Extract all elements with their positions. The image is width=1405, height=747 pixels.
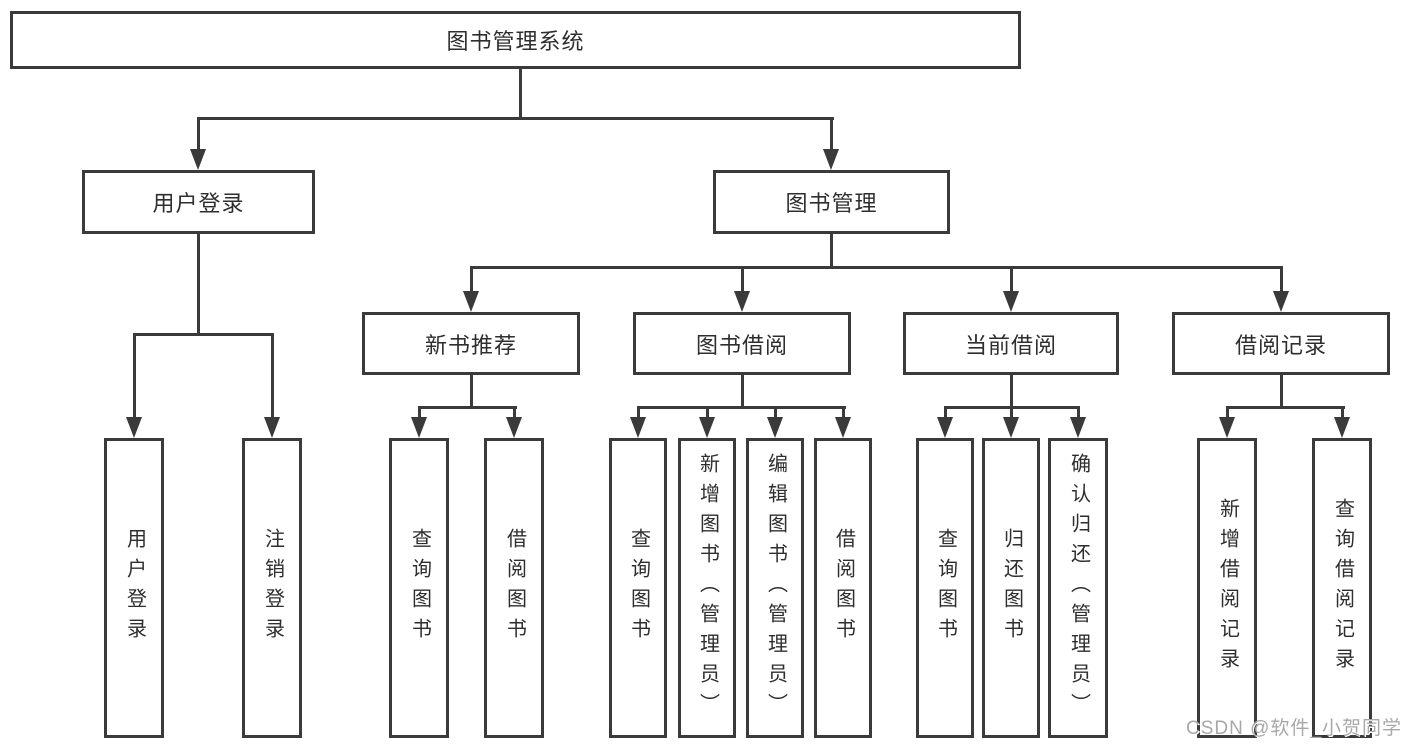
connector-line: [197, 117, 834, 120]
node-borrowing-records: 借阅记录: [1172, 312, 1390, 375]
connector-line: [1010, 266, 1013, 296]
connector-line: [741, 266, 744, 296]
arrow-down-icon: [506, 417, 522, 438]
connector-line: [637, 406, 846, 409]
leaf-return-books: 归还图书: [982, 438, 1040, 738]
leaf-borrow-books-borrowing: 借阅图书: [814, 438, 872, 738]
connector-line: [418, 406, 517, 409]
leaf-label: 查询借阅记录: [1331, 498, 1354, 678]
leaf-label: 新增借阅记录: [1216, 498, 1239, 678]
connector-line: [774, 406, 777, 420]
arrow-down-icon: [190, 149, 206, 170]
leaf-label: 借阅图书: [503, 528, 526, 648]
leaf-label: 确认归还（管理员）: [1067, 453, 1090, 723]
connector-line: [1341, 406, 1344, 420]
connector-line: [706, 406, 709, 420]
connector-line: [197, 234, 200, 336]
leaf-query-books-recommend: 查询图书: [389, 438, 449, 738]
arrow-down-icon: [937, 417, 953, 438]
connector-line: [842, 406, 845, 420]
arrow-down-icon: [1003, 417, 1019, 438]
connector-line: [519, 69, 522, 120]
arrow-down-icon: [411, 417, 427, 438]
leaf-add-borrow-record: 新增借阅记录: [1197, 438, 1257, 738]
connector-line: [1010, 375, 1013, 408]
leaf-borrow-books-recommend: 借阅图书: [484, 438, 544, 738]
leaf-label: 新增图书（管理员）: [696, 453, 719, 723]
connector-line: [470, 266, 473, 296]
arrow-down-icon: [264, 417, 280, 438]
connector-line: [830, 234, 833, 269]
node-user-login: 用户登录: [82, 170, 315, 234]
connector-line: [830, 117, 833, 155]
connector-line: [513, 406, 516, 420]
arrow-down-icon: [1003, 291, 1019, 312]
connector-line: [1226, 406, 1345, 409]
leaf-label: 注销登录: [261, 528, 284, 648]
leaf-logout: 注销登录: [242, 438, 302, 738]
connector-line: [637, 406, 640, 420]
leaf-label: 查询图书: [408, 528, 431, 648]
leaf-label: 查询图书: [934, 528, 957, 648]
node-book-borrowing: 图书借阅: [633, 312, 851, 375]
arrow-down-icon: [463, 291, 479, 312]
connector-line: [944, 406, 947, 420]
leaf-user-login: 用户登录: [104, 438, 164, 738]
leaf-label: 用户登录: [123, 528, 146, 648]
connector-line: [133, 333, 274, 336]
connector-line: [418, 406, 421, 420]
arrow-down-icon: [1273, 291, 1289, 312]
connector-line: [197, 117, 200, 155]
node-root: 图书管理系统: [10, 11, 1021, 69]
arrow-down-icon: [1334, 417, 1350, 438]
connector-line: [271, 333, 274, 420]
connector-line: [1010, 406, 1013, 420]
connector-line: [741, 375, 744, 408]
leaf-label: 归还图书: [1000, 528, 1023, 648]
leaf-add-book-admin: 新增图书（管理员）: [678, 438, 736, 738]
leaf-label: 借阅图书: [832, 528, 855, 648]
arrow-down-icon: [630, 417, 646, 438]
leaf-query-books-current: 查询图书: [916, 438, 974, 738]
connector-line: [1280, 266, 1283, 296]
arrow-down-icon: [835, 417, 851, 438]
connector-line: [1226, 406, 1229, 420]
watermark: CSDN @软件_小贺同学: [1186, 718, 1402, 739]
connector-line: [470, 375, 473, 408]
node-book-management: 图书管理: [713, 170, 950, 234]
node-new-book-recommendation: 新书推荐: [362, 312, 580, 375]
arrow-down-icon: [767, 417, 783, 438]
leaf-confirm-return-admin: 确认归还（管理员）: [1048, 438, 1108, 738]
leaf-label: 编辑图书（管理员）: [764, 453, 787, 723]
connector-line: [1280, 375, 1283, 408]
leaf-query-books-borrowing: 查询图书: [609, 438, 667, 738]
arrow-down-icon: [699, 417, 715, 438]
arrow-down-icon: [126, 417, 142, 438]
leaf-query-borrow-record: 查询借阅记录: [1312, 438, 1372, 738]
leaf-label: 查询图书: [627, 528, 650, 648]
leaf-edit-book-admin: 编辑图书（管理员）: [746, 438, 804, 738]
connector-line: [133, 333, 136, 420]
arrow-down-icon: [734, 291, 750, 312]
connector-line: [470, 266, 1283, 269]
connector-line: [1077, 406, 1080, 420]
arrow-down-icon: [1070, 417, 1086, 438]
arrow-down-icon: [823, 149, 839, 170]
node-current-borrowing: 当前借阅: [903, 312, 1119, 375]
arrow-down-icon: [1219, 417, 1235, 438]
